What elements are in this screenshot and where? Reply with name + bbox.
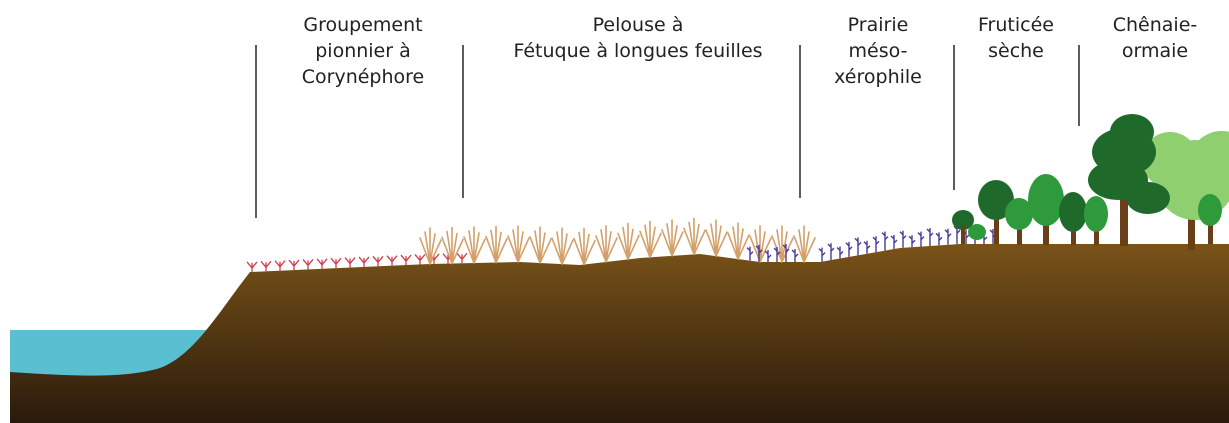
corynephore-plant (373, 256, 383, 266)
corynephore-plant (289, 260, 299, 270)
tree-bright-2 (1059, 192, 1087, 245)
corynephore-plant (275, 261, 285, 271)
fescue-tuft (530, 227, 551, 263)
corynephore-plant (387, 256, 397, 266)
corynephore-plant (345, 258, 355, 268)
meadow-flower (945, 229, 951, 245)
corynephore-plant (331, 258, 341, 268)
corynephore-plant (401, 255, 411, 265)
meadow-flower (855, 237, 861, 255)
tree-bright-1 (1028, 174, 1064, 245)
meadow-flower (873, 236, 879, 252)
shrub-4 (968, 224, 986, 240)
corynephore-plant (457, 253, 467, 263)
fescue-tuft (640, 221, 661, 257)
corynephore-plant (247, 262, 257, 272)
fescue-tufts (420, 218, 815, 264)
meadow-flower (882, 232, 888, 251)
meadow-flower (891, 235, 897, 249)
corynephore-plant (359, 257, 369, 267)
fescue-tuft (464, 227, 485, 263)
zone-label-corynephore: Groupement pionnier à Corynéphore (280, 12, 446, 90)
fescue-tuft (772, 226, 793, 262)
fescue-tuft (618, 223, 639, 259)
meadow-flower (819, 248, 825, 262)
fescue-tuft (486, 227, 507, 263)
zone-label-chenaie: Chênaie- ormaie (1088, 12, 1222, 64)
corynephore-plant (261, 261, 271, 271)
meadow-flower (837, 247, 843, 259)
zone-label-pelouse: Pelouse à Fétuque à longues feuilles (480, 12, 796, 64)
fescue-tuft (596, 226, 617, 262)
tree-bright-3 (1084, 196, 1108, 245)
fescue-tuft (728, 223, 749, 259)
meadow-flower (927, 228, 933, 246)
meadow-flower (936, 232, 942, 245)
meadow-flower (900, 231, 906, 248)
fescue-tuft (684, 218, 705, 254)
meadow-flower (918, 232, 924, 247)
fescue-tuft (442, 228, 463, 264)
fescue-tuft (508, 226, 529, 262)
zone-label-fruticee: Fruticée sèche (962, 12, 1070, 64)
corynephore-plant (415, 254, 425, 264)
meadow-flower (765, 250, 771, 262)
shrub-2 (1005, 198, 1033, 245)
zone-label-prairie: Prairie méso- xérophile (808, 12, 948, 90)
fescue-tuft (420, 228, 441, 264)
tree-dark-small (1198, 194, 1222, 244)
fescue-tuft (552, 228, 573, 264)
meadow-flower (909, 235, 915, 247)
fescue-tuft (794, 226, 815, 262)
meadow-flower (864, 241, 870, 254)
meadow-flower (828, 243, 834, 260)
corynephore-plant (303, 259, 313, 269)
fescue-tuft (574, 229, 595, 265)
meadow-flower (747, 247, 753, 261)
corynephore-plant (317, 259, 327, 269)
fescue-tuft (706, 220, 727, 256)
fescue-tuft (662, 220, 683, 256)
meadow-flower (846, 242, 852, 257)
meadow-flower (792, 249, 798, 262)
